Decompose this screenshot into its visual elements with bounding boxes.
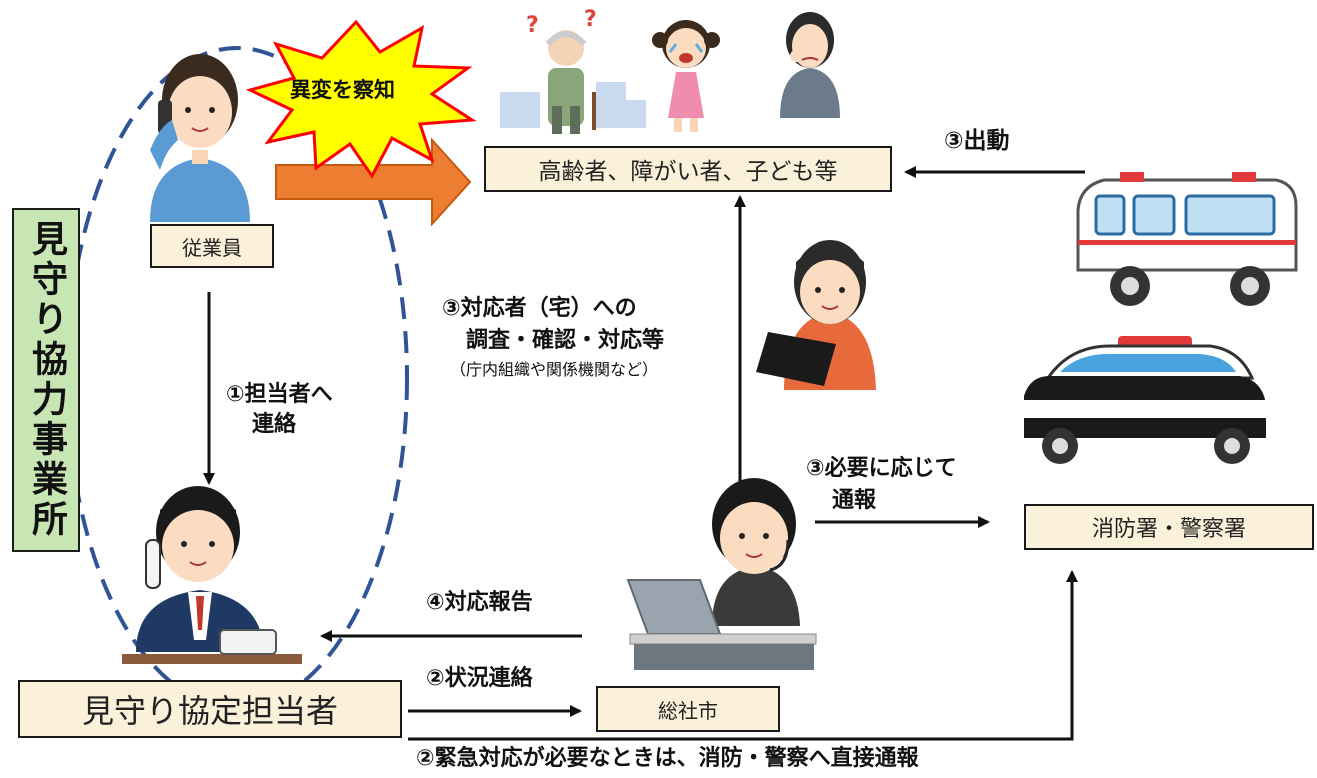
step3-report-line1: ③必要に応じて [806,456,957,481]
fire-police-box: 消防署・警察署 [1024,504,1314,550]
officer-on-phone-icon [122,486,302,664]
staff-with-tablet-icon [756,240,876,390]
victims-box: 高齢者、障がい者、子ども等 [484,146,892,192]
step3-survey-note: （庁内組織や関係機関など） [450,360,659,379]
employee-on-phone-icon [150,54,250,222]
operator-at-computer-icon [626,478,817,670]
elderly-confused-icon: ? ? [526,7,597,134]
cooperation-dashed-oval [65,46,409,710]
burst-label: 異変を察知 [290,78,395,102]
step3-survey-line1: ③対応者（宅）への [442,296,637,321]
step3-dispatch-label: ③出動 [944,128,1010,154]
step3-report-line2: 通報 [832,488,877,513]
step1-label-line1: ①担当者へ [226,382,333,407]
officer-box: 見守り協定担当者 [18,680,402,738]
cooperation-office-text: 見守り協力事業所 [26,220,67,540]
crying-child-icon [652,20,720,132]
arrow-emergency-direct [408,570,1078,741]
svg-text:?: ? [584,7,597,32]
burst-shape [245,19,477,179]
city-box: 総社市 [596,686,780,732]
step2-emergency-label: ②緊急対応が必要なときは、消防・警察へ直接通報 [416,746,919,771]
worried-woman-icon [780,12,840,118]
employee-box: 従業員 [150,224,274,268]
step4-report-label: ④対応報告 [426,590,533,615]
step3-survey-line2: 調査・確認・対応等 [466,328,665,353]
step2-status-label: ②状況連絡 [426,666,533,691]
step1-label-line2: 連絡 [252,412,297,437]
ambulance-icon [1076,172,1298,306]
city-skyline-icon [500,82,646,128]
police-car-icon [1024,336,1266,464]
cooperation-office-label: 見守り協力事業所 [12,208,80,552]
svg-text:?: ? [526,13,539,38]
